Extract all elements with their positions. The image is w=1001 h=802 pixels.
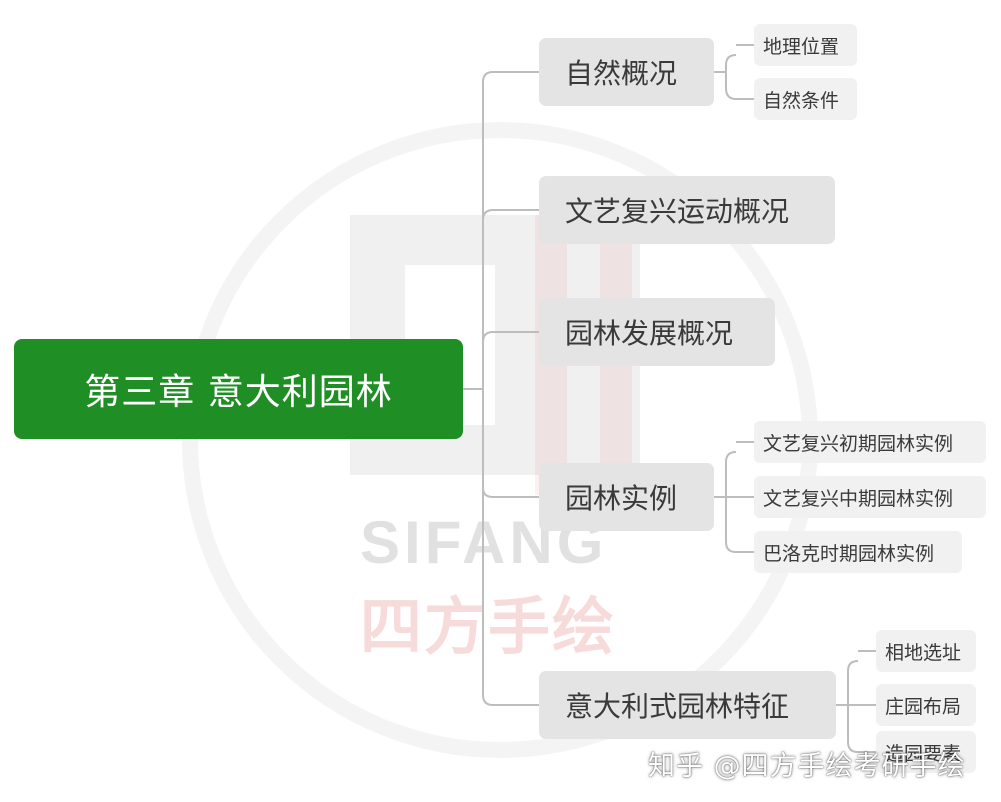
leaf-baroque-examples[interactable]: 巴洛克时期园林实例: [754, 531, 962, 573]
branch-garden-examples[interactable]: 园林实例: [539, 463, 714, 531]
leaf-estate-layout[interactable]: 庄园布局: [876, 684, 976, 726]
zhihu-credit: 知乎 @四方手绘考研手绘: [648, 751, 966, 782]
leaf-site-selection[interactable]: 相地选址: [876, 630, 976, 672]
leaf-geographic-location[interactable]: 地理位置: [754, 24, 857, 66]
root-node[interactable]: 第三章 意大利园林: [14, 339, 463, 439]
branch-italian-garden-features[interactable]: 意大利式园林特征: [539, 671, 836, 739]
leaf-garden-elements[interactable]: 造园要素: [876, 731, 976, 773]
leaf-mid-renaissance-examples[interactable]: 文艺复兴中期园林实例: [754, 476, 986, 518]
branch-renaissance-overview[interactable]: 文艺复兴运动概况: [539, 176, 835, 244]
branch-garden-development[interactable]: 园林发展概况: [539, 298, 775, 366]
branch-natural-overview[interactable]: 自然概况: [539, 38, 714, 106]
watermark-chinese-text: 四方手绘: [360, 590, 617, 663]
leaf-early-renaissance-examples[interactable]: 文艺复兴初期园林实例: [754, 421, 986, 463]
leaf-natural-conditions[interactable]: 自然条件: [754, 78, 857, 120]
